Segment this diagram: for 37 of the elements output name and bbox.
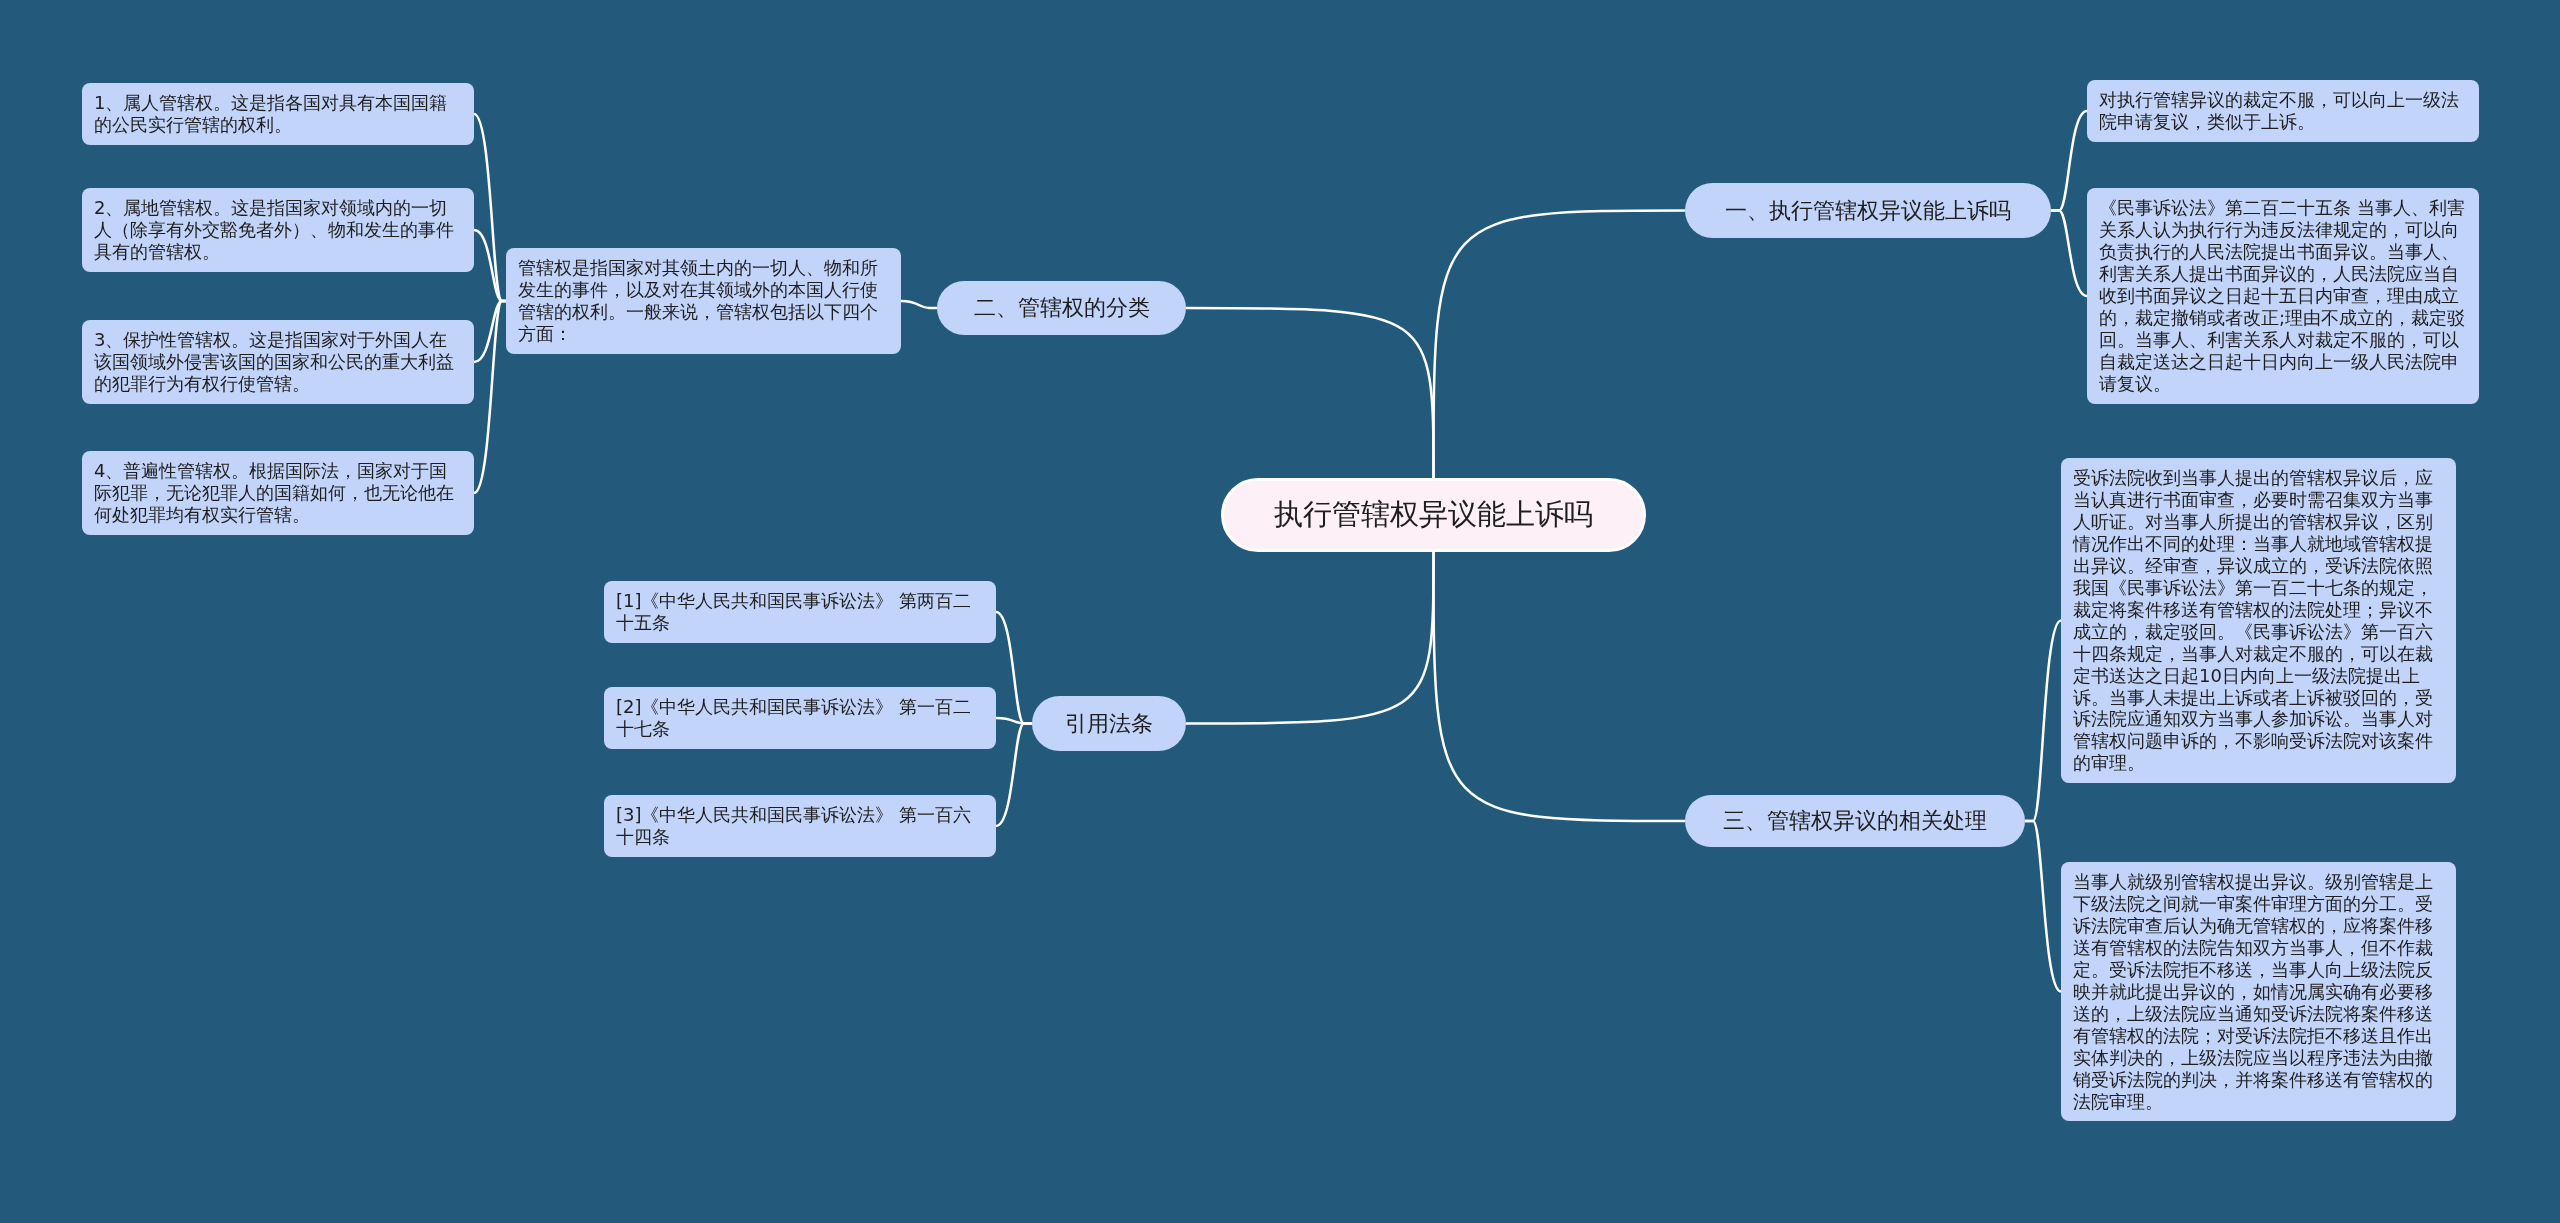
topic-card: [2087, 80, 2479, 142]
topic-text: [2]《中华人民共和国民事诉讼法》 第一百二十七条: [616, 696, 973, 740]
topic-card: [82, 188, 474, 272]
topic-card: [604, 581, 996, 643]
topic-text: 4、普遍性管辖权。根据国际法，国家对于国际犯罪，无论犯罪人的国籍如何，也无论他在何处犯罪均有权实行管辖。: [94, 460, 455, 526]
topic-text: 对执行管辖异议的裁定不服，可以向上一级法院申请复议，类似于上诉。: [2099, 89, 2460, 133]
topic-text: 受诉法院收到当事人提出的管辖权异议后，应当认真进行书面审查，必要时需召集双方当事人听证。对当事人所提出的管辖权异议，区别情况作出不同的处理：当事人就地域管辖权提出异议。经审查，异议成立的，受诉法院依照我国《民事诉讼法》第一百二十七条的规定，裁定将案件移送有管辖权的法院处理；异议不成立的，裁定驳回。《民事诉讼法》第一百六十四条规定，当事人对裁定不服的，可以在裁定书送达之日起10日内向上一级法院提出上诉。当事人未提出上诉或者上诉被驳回的，受诉法院应通知双方当事人参加诉讼。当事人对管辖权问题申诉的，不影响受诉法院对该案件的审理。: [2073, 467, 2434, 775]
topic-card: [604, 687, 996, 749]
topic-text: 一、执行管辖权异议能上诉吗: [1725, 196, 2011, 225]
connector-line: [2051, 209, 2088, 298]
branch-topic: [937, 281, 1186, 335]
connector-line: [1186, 306, 1435, 478]
topic-text: 三、管辖权异议的相关处理: [1723, 807, 1987, 835]
topic-text: 二、管辖权的分类: [973, 294, 1150, 322]
connector-line: [1186, 552, 1435, 725]
topic-card: [82, 451, 474, 535]
topic-card: [82, 320, 474, 404]
topic-text: 3、保护性管辖权。这是指国家对于外国人在该国领域外侵害该国的国家和公民的重大利益的犯罪行为有权行使管辖。: [94, 329, 455, 395]
topic-text: 2、属地管辖权。这是指国家对领域内的一切人（除享有外交豁免者外）、物和发生的事件具有的管辖权。: [94, 197, 455, 263]
branch-topic: [1685, 183, 2051, 238]
topic-card: [604, 795, 996, 857]
branch-topic: [1685, 795, 2025, 847]
topic-text: 《民事诉讼法》第二百二十五条 当事人、利害关系人认为执行行为违反法律规定的，可以向负责执行的人民法院提出书面异议。当事人、利害关系人提出书面异议的，人民法院应当自收到书面异议之日起十五日内审查，理由成立的，裁定撤销或者改正;理由不成立的，裁定驳回。当事人、利害关系人对裁定不服的，可以自裁定送达之日起十日内向上一级人民法院申请复议。: [2099, 197, 2467, 395]
topic-text: [1]《中华人民共和国民事诉讼法》 第两百二十五条: [616, 590, 973, 634]
topic-card: [506, 248, 901, 354]
topic-text: [3]《中华人民共和国民事诉讼法》 第一百六十四条: [616, 804, 973, 848]
topic-text: 管辖权是指国家对其领土内的一切人、物和所发生的事件，以及对在其领域外的本国人行使管辖的权利。一般来说，管辖权包括以下四个方面：: [518, 257, 879, 345]
branch-topic: [1032, 696, 1186, 751]
topic-card: [82, 83, 474, 145]
topic-text: 1、属人管辖权。这是指各国对具有本国国籍的公民实行管辖的权利。: [94, 92, 449, 136]
connector-line: [995, 722, 1032, 828]
topic-text: 执行管辖权异议能上诉吗: [1274, 496, 1593, 533]
connector-line: [2025, 819, 2062, 993]
connector-line: [473, 299, 506, 494]
topic-text: 引用法条: [1065, 709, 1153, 738]
connector-line: [900, 299, 937, 310]
topic-text: 当事人就级别管辖权提出异议。级别管辖是上下级法院之间就一审案件审理方面的分工。受诉法院审查后认为确无管辖权的，应将案件移送有管辖权的法院告知双方当事人，但不作裁定。受诉法院拒不移送，当事人向上级法院反映并就此提出异议的，如情况属实确有必要移送的，上级法院应当通知受诉法院将案件移送有管辖权的法院；对受诉法院拒不移送且作出实体判决的，上级法院应当以程序违法为由撤销受诉法院的判决，并将案件移送有管辖权的法院审理。: [2073, 871, 2434, 1113]
